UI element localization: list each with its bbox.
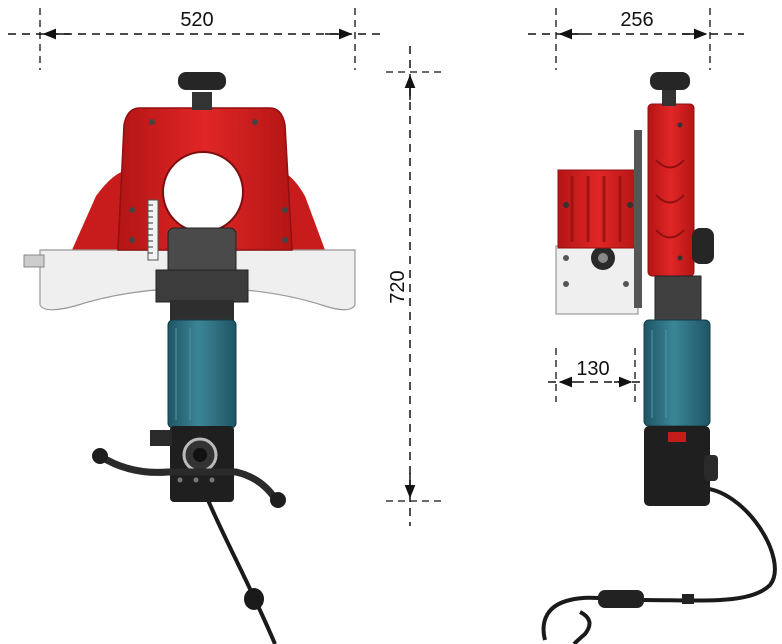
front-motor bbox=[167, 319, 237, 429]
side-saw-blade bbox=[634, 130, 642, 308]
side-view-machine bbox=[541, 72, 777, 644]
side-red-indicator bbox=[668, 432, 686, 442]
side-motor bbox=[643, 319, 711, 427]
side-lateral-knob bbox=[692, 228, 714, 264]
side-red-housing bbox=[647, 103, 695, 277]
front-handle-right-grip bbox=[270, 492, 286, 508]
dimension-label-720: 720 bbox=[387, 270, 409, 303]
front-top-knob bbox=[178, 72, 226, 90]
side-cable-connector bbox=[598, 590, 644, 608]
front-power-cable bbox=[206, 499, 277, 644]
dimension-side-width: 256 bbox=[528, 8, 744, 70]
dimension-height: 720 bbox=[386, 46, 446, 526]
front-cable-clip bbox=[244, 588, 264, 610]
front-knob-stem bbox=[192, 92, 212, 110]
front-handle-left-grip bbox=[92, 448, 108, 464]
dimension-label-256: 256 bbox=[620, 9, 653, 31]
dimension-side-depth: 130 bbox=[548, 348, 642, 402]
front-side-bolt bbox=[23, 254, 45, 268]
side-gearbox bbox=[654, 275, 702, 321]
side-top-knob bbox=[650, 72, 690, 90]
side-red-block bbox=[557, 169, 639, 249]
side-power-cable bbox=[541, 486, 777, 641]
front-gearbox bbox=[155, 269, 249, 303]
side-motor-end bbox=[644, 426, 710, 506]
dimension-front-width: 520 bbox=[8, 8, 380, 70]
dimension-label-130: 130 bbox=[576, 358, 609, 380]
front-clamp-opening bbox=[162, 151, 244, 233]
front-view-machine bbox=[23, 72, 356, 644]
front-handle-bar bbox=[96, 452, 280, 504]
dimension-label-520: 520 bbox=[180, 9, 213, 31]
